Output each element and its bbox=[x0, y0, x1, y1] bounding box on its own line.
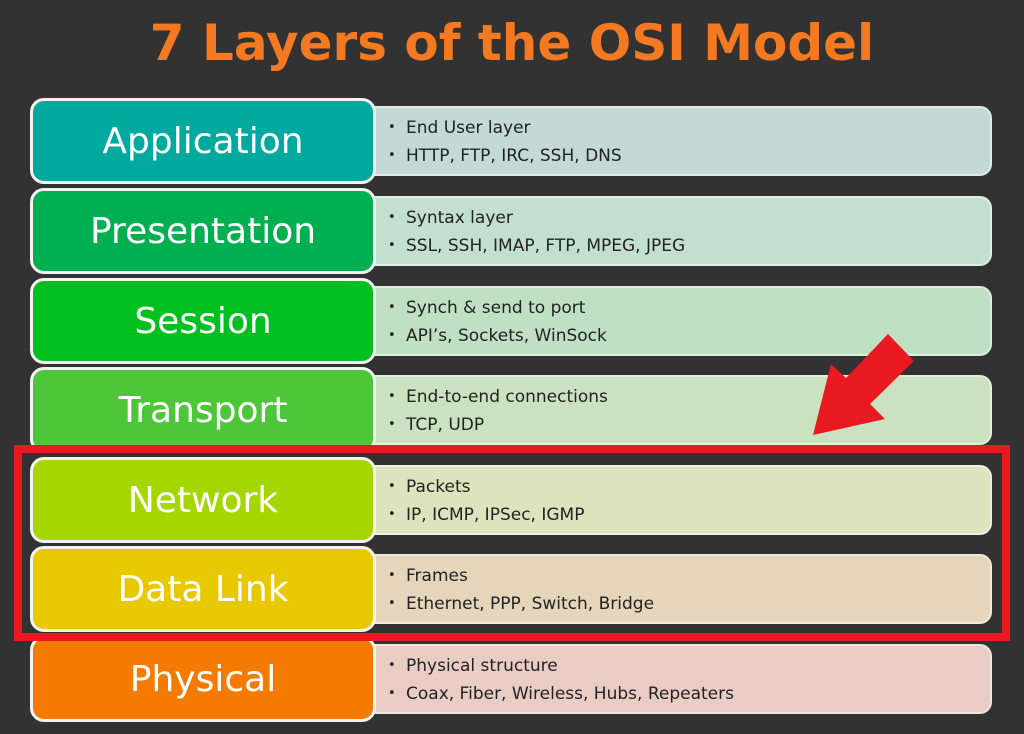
bullet-item: Syntax layer bbox=[406, 204, 990, 232]
bullet-item: End User layer bbox=[406, 114, 990, 142]
bullet-item: End-to-end connections bbox=[406, 383, 990, 411]
bullet-item: Frames bbox=[406, 562, 990, 590]
layer-name: Presentation bbox=[30, 188, 376, 274]
bullet-item: Physical structure bbox=[406, 652, 990, 680]
bullet-item: Coax, Fiber, Wireless, Hubs, Repeaters bbox=[406, 680, 990, 708]
page-title: 7 Layers of the OSI Model bbox=[149, 14, 875, 72]
highlight-box bbox=[14, 445, 1010, 641]
bullet-item: Synch & send to port bbox=[406, 294, 990, 322]
layer-description: Physical structureCoax, Fiber, Wireless,… bbox=[360, 644, 992, 714]
bullet-item: TCP, UDP bbox=[406, 411, 990, 439]
layer-description: PacketsIP, ICMP, IPSec, IGMP bbox=[360, 465, 992, 535]
bullet-item: Ethernet, PPP, Switch, Bridge bbox=[406, 590, 990, 618]
layer-description: End-to-end connectionsTCP, UDP bbox=[360, 375, 992, 445]
layer-name: Data Link bbox=[30, 546, 376, 632]
layer-row-data-link: FramesEthernet, PPP, Switch, BridgeData … bbox=[30, 546, 992, 632]
bullet-item: Packets bbox=[406, 473, 990, 501]
layer-name: Physical bbox=[30, 636, 376, 722]
bullet-item: SSL, SSH, IMAP, FTP, MPEG, JPEG bbox=[406, 232, 990, 260]
layer-row-session: Synch & send to portAPI’s, Sockets, WinS… bbox=[30, 278, 992, 364]
bullet-item: API’s, Sockets, WinSock bbox=[406, 322, 990, 350]
layer-row-application: End User layerHTTP, FTP, IRC, SSH, DNSAp… bbox=[30, 98, 992, 184]
bullet-item: HTTP, FTP, IRC, SSH, DNS bbox=[406, 142, 990, 170]
layer-row-physical: Physical structureCoax, Fiber, Wireless,… bbox=[30, 636, 992, 722]
layer-name: Application bbox=[30, 98, 376, 184]
bullet-item: IP, ICMP, IPSec, IGMP bbox=[406, 501, 990, 529]
layer-name: Session bbox=[30, 278, 376, 364]
layer-description: Syntax layerSSL, SSH, IMAP, FTP, MPEG, J… bbox=[360, 196, 992, 266]
layer-description: End User layerHTTP, FTP, IRC, SSH, DNS bbox=[360, 106, 992, 176]
layer-row-presentation: Syntax layerSSL, SSH, IMAP, FTP, MPEG, J… bbox=[30, 188, 992, 274]
layer-name: Network bbox=[30, 457, 376, 543]
layer-description: FramesEthernet, PPP, Switch, Bridge bbox=[360, 554, 992, 624]
